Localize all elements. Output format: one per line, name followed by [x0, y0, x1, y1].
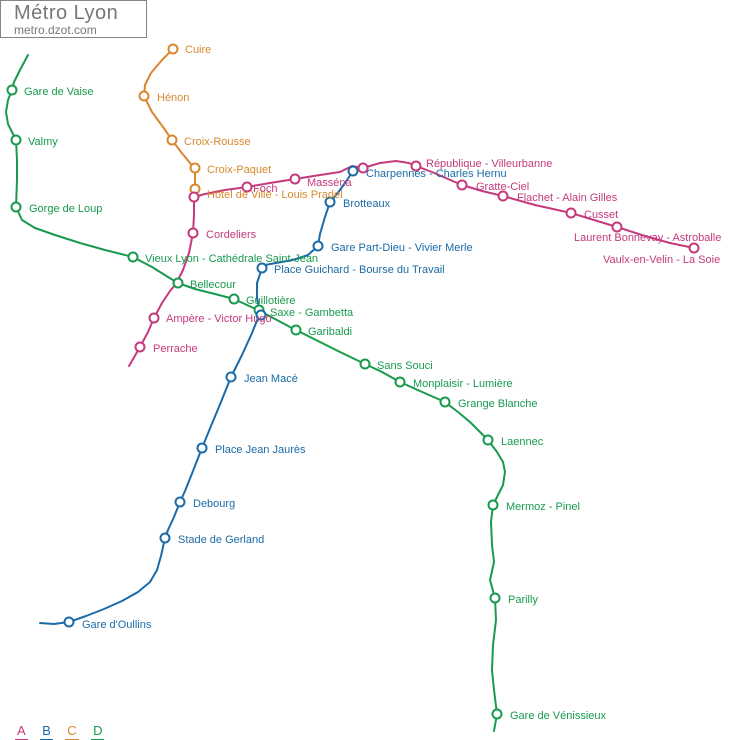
station-marker-sans-souci-d — [359, 358, 371, 370]
station-marker-cuire-c — [167, 43, 179, 55]
station-marker-parilly-d — [489, 592, 501, 604]
station-marker-croix-paquet-c — [189, 162, 201, 174]
station-marker-cordeliers-a — [187, 227, 199, 239]
station-label-debourg: Debourg — [193, 498, 235, 510]
station-label-gare-part-dieu-vivier-merle: Gare Part-Dieu - Vivier Merle — [331, 242, 473, 254]
station-label-monplaisir-lumiere: Monplaisir - Lumière — [413, 378, 513, 390]
station-label-gare-d-oullins: Gare d'Oullins — [82, 619, 152, 631]
station-marker-laennec-d — [482, 434, 494, 446]
station-marker-foch-a — [241, 181, 253, 193]
station-label-massena: Masséna — [307, 177, 353, 189]
station-marker-brotteaux-b — [324, 196, 336, 208]
station-marker-place-guichard-bourse-du-travail-b — [256, 262, 268, 274]
station-label-republique-villeurbanne: République - Villeurbanne — [426, 158, 552, 170]
station-label-saxe-gambetta: Saxe - Gambetta — [270, 307, 354, 319]
legend-line-a-link[interactable]: A — [15, 723, 28, 740]
station-marker-laurent-bonnevay-astroballe-a — [611, 221, 623, 233]
station-marker-valmy-d — [10, 134, 22, 146]
station-marker-flachet-alain-gilles-a — [497, 190, 509, 202]
station-marker-saxe-gambetta-b — [255, 309, 267, 321]
station-label-gorge-de-loup: Gorge de Loup — [29, 203, 102, 215]
station-label-place-guichard-bourse-du-travail: Place Guichard - Bourse du Travail — [274, 264, 445, 276]
station-marker-republique-villeurbanne-a — [410, 160, 422, 172]
station-marker-guillotiere-d — [228, 293, 240, 305]
station-label-vaulx-en-velin-la-soie: Vaulx-en-Velin - La Soie — [603, 254, 720, 266]
station-marker-vieux-lyon-cathedrale-saint-jean-d — [127, 251, 139, 263]
station-label-bellecour: Bellecour — [190, 279, 236, 291]
metro-line-d — [5, 54, 506, 732]
station-marker-gare-part-dieu-vivier-merle-b — [312, 240, 324, 252]
station-marker-vaulx-en-velin-la-soie-a — [688, 242, 700, 254]
station-label-ampere-victor-hugo: Ampère - Victor Hugo — [166, 313, 272, 325]
page-title: Métro Lyon — [14, 2, 119, 24]
station-label-gare-de-venissieux: Gare de Vénissieux — [510, 710, 606, 722]
title-box: Métro Lyon metro.dzot.com — [0, 0, 147, 38]
legend: A B C D — [15, 722, 112, 740]
station-label-croix-rousse: Croix-Rousse — [184, 136, 251, 148]
station-label-place-jean-jaures: Place Jean Jaurès — [215, 444, 306, 456]
station-marker-gorge-de-loup-d — [10, 201, 22, 213]
station-label-perrache: Perrache — [153, 343, 198, 355]
station-label-charpennes-charles-hernu: Charpennes - Charles Hernu — [366, 168, 507, 180]
station-marker-bellecour-d — [172, 277, 184, 289]
metro-line-b — [39, 170, 354, 625]
station-label-guillotiere: Guillotière — [246, 295, 296, 307]
legend-line-c-link[interactable]: C — [65, 723, 79, 740]
station-marker-gare-de-venissieux-d — [491, 708, 503, 720]
station-marker-perrache-a — [134, 341, 146, 353]
station-marker-garibaldi-d — [290, 324, 302, 336]
station-marker-henon-c — [138, 90, 150, 102]
station-label-gratte-ciel: Gratte-Ciel — [476, 181, 529, 193]
station-marker-gare-d-oullins-b — [63, 616, 75, 628]
station-label-cuire: Cuire — [185, 44, 211, 56]
station-marker-charpennes-charles-hernu-b — [347, 165, 359, 177]
site-url: metro.dzot.com — [14, 23, 97, 37]
station-marker-ampere-victor-hugo-a — [148, 312, 160, 324]
station-label-flachet-alain-gilles: Flachet - Alain Gilles — [517, 192, 618, 204]
station-label-brotteaux: Brotteaux — [343, 198, 391, 210]
station-label-vieux-lyon-cathedrale-saint-jean: Vieux Lyon - Cathédrale Saint-Jean — [145, 253, 318, 265]
station-marker-gare-de-vaise-d — [6, 84, 18, 96]
station-marker-massena-a — [289, 173, 301, 185]
station-marker-debourg-b — [174, 496, 186, 508]
station-label-valmy: Valmy — [28, 136, 58, 148]
station-label-laurent-bonnevay-astroballe: Laurent Bonnevay - Astroballe — [574, 232, 721, 244]
station-label-garibaldi: Garibaldi — [308, 326, 352, 338]
station-label-foch: Foch — [253, 183, 277, 195]
station-label-stade-de-gerland: Stade de Gerland — [178, 534, 264, 546]
station-marker-croix-rousse-c — [166, 134, 178, 146]
station-label-cusset: Cusset — [584, 209, 618, 221]
station-label-cordeliers: Cordeliers — [206, 229, 257, 241]
station-marker-monplaisir-lumiere-d — [394, 376, 406, 388]
station-label-mermoz-pinel: Mermoz - Pinel — [506, 501, 580, 513]
legend-line-d-link[interactable]: D — [91, 723, 105, 740]
station-marker-gratte-ciel-a — [456, 179, 468, 191]
legend-line-b-link[interactable]: B — [40, 723, 53, 740]
station-label-croix-paquet: Croix-Paquet — [207, 164, 271, 176]
station-marker-cusset-a — [565, 207, 577, 219]
station-marker-mermoz-pinel-d — [487, 499, 499, 511]
station-label-laennec: Laennec — [501, 436, 544, 448]
station-marker-grange-blanche-d — [439, 396, 451, 408]
station-label-sans-souci: Sans Souci — [377, 360, 433, 372]
station-marker-hotel-de-ville-louis-pradel-a — [188, 191, 200, 203]
station-label-grange-blanche: Grange Blanche — [458, 398, 538, 410]
station-label-jean-mace: Jean Macé — [244, 373, 298, 385]
station-marker-charpennes-charles-hernu-a — [357, 162, 369, 174]
station-label-henon: Hénon — [157, 92, 189, 104]
metro-line-c — [143, 48, 196, 190]
station-label-gare-de-vaise: Gare de Vaise — [24, 86, 94, 98]
station-label-parilly: Parilly — [508, 594, 538, 606]
station-marker-jean-mace-b — [225, 371, 237, 383]
station-marker-stade-de-gerland-b — [159, 532, 171, 544]
station-marker-place-jean-jaures-b — [196, 442, 208, 454]
station-label-hotel-de-ville-louis-pradel: Hôtel de Ville - Louis Pradel — [207, 189, 343, 201]
